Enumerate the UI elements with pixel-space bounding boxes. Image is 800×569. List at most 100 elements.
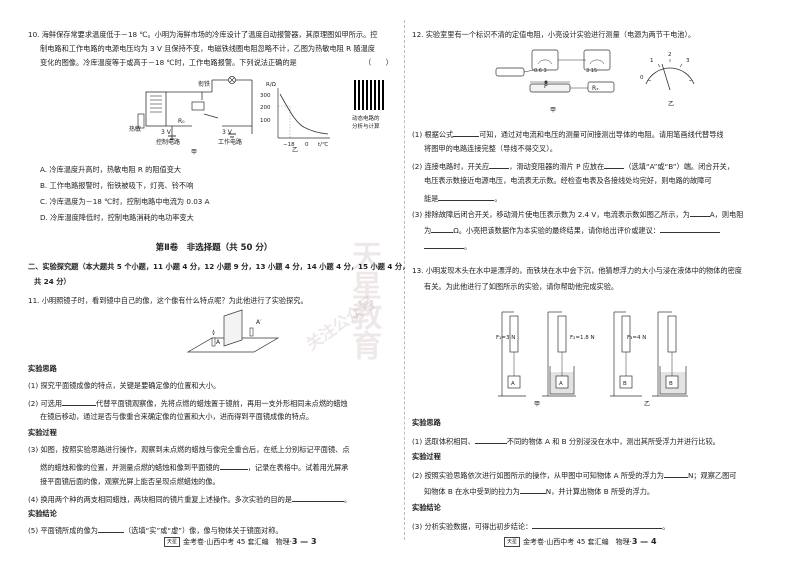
fig-label-v1: 3 V [161, 129, 171, 136]
q12-part2-line1: (2) 连接电路时，开关应，滑动变阻器的滑片 P 应放在（选填“A”或“B”）端… [412, 160, 735, 171]
q12-part1-line1: (1) 根据公式可知，通过对电流和电压的测量可间接测出导体的电阻。请用笔画线代替… [412, 128, 724, 139]
fig-label-yi-13: 乙 [644, 401, 651, 408]
q10-line1: 10. 海鲜保存常要求温度低于－18 ℃。小明为海鲜市场的冷库设计了温度自动报警… [28, 30, 378, 39]
label-block-a2: A [559, 381, 563, 387]
q12-blank-suggestion[interactable] [659, 224, 720, 233]
fig-label-a: A [216, 339, 221, 346]
q10-option-c: C. 冷库温度为－18 ℃时，控制电路中电流为 0.03 A [40, 197, 210, 206]
q13-conc-3: (3) 分析实验数据，可得出初步结论：。 [412, 520, 670, 531]
q13-blank-3[interactable] [519, 485, 546, 494]
q10-resistance-graph [277, 88, 330, 139]
q12-part1-line2: 将图甲的电路连接完整（导线不得交叉）。 [424, 144, 557, 153]
q10-line2: 制电路和工作电路的电源电压均为 3 V 且保持不变，电磁铁线圈电阻忽略不计，乙图… [40, 44, 375, 53]
q12-blank-switch[interactable] [489, 160, 510, 169]
q13-blank-2[interactable] [663, 469, 688, 478]
page-number-right: 3 — 4 [631, 537, 657, 546]
graph-tick-300: 300 [260, 93, 271, 99]
q13-heading-idea: 实验思路 [412, 418, 441, 427]
fig-label-jia-13: 甲 [534, 401, 541, 408]
q13-idea-1: (1) 选取体积相同、不同的物体 A 和 B 分别浸没在水中，测出其所受浮力并进… [412, 435, 720, 446]
fig-label-a-prime: A′ [256, 319, 262, 326]
ammeter-scale: 0.6 3 [534, 68, 547, 74]
qr-caption-1: 动态电路的 [352, 116, 380, 122]
graph-tick-0: 0 [305, 142, 309, 148]
q11-mirror-figure [186, 309, 280, 353]
fig-label-r0: R₀ [178, 118, 185, 125]
q11-idea-1: (1) 探究平面镜成像的特点，关键是要确定像的位置和大小。 [28, 381, 221, 390]
qr-caption-2: 分析与计算 [352, 124, 380, 130]
fig-label-rx: Rₓ [592, 85, 599, 92]
fig-label-yi: 乙 [292, 147, 299, 154]
q12-line1: 12. 实验室里有一个标识不清的定值电阻，小亮设计实验进行测量（电源为两节干电池… [412, 30, 696, 39]
q10-option-b: B. 工作电路报警时，衔铁被吸下，灯亮、铃不响 [40, 181, 194, 190]
q12-part3-line3: 。 [424, 240, 471, 252]
graph-yaxis-label: R/Ω [266, 82, 276, 88]
q11-blank-4[interactable] [97, 524, 124, 533]
q10-circuit-figure [137, 76, 253, 140]
q10-option-d: D. 冷库温度降低时，控制电路消耗的电功率变大 [40, 213, 194, 222]
label-block-a1: A [511, 381, 515, 387]
q12-blank-formula[interactable] [453, 128, 480, 137]
q12-blank-suggestion-2[interactable] [424, 240, 464, 249]
q11-blank-3[interactable] [292, 493, 345, 502]
q12-blank-fault[interactable] [438, 192, 495, 201]
q11-conc-5: (5) 平面镜所成的像为（选填“实”或“虚”）像，像与物体关于镜面对称。 [28, 524, 283, 535]
q10-line3: 变化的图像。冷库温度等于或高于－18 ℃时，工作电路报警。下列说法正确的是 [40, 58, 297, 67]
q13-line2: 有关。为此他进行了如图所示的实验，请你帮助他完成实验。 [424, 282, 619, 291]
q12-ammeter-dial [645, 59, 695, 91]
graph-tick-200: 200 [260, 105, 271, 111]
q13-line1: 13. 小明发现木头在水中是漂浮的，而铁块在水中会下沉，他猜想浮力的大小与浸在液… [412, 266, 742, 275]
q12-blank-resistance[interactable] [431, 224, 454, 233]
label-f3: F₃=4 N [627, 335, 647, 341]
q11-line1: 11. 小明照镜子时，看到镜中自己的像，这个像有什么特点呢？为此他进行了实验探究… [28, 296, 308, 305]
qr-code[interactable] [354, 80, 384, 110]
page-number: 3 — 3 [291, 537, 317, 546]
q13-buoyancy-figure [498, 311, 688, 397]
graph-xaxis-label: t/℃ [318, 142, 329, 148]
voltmeter-scale: 3 15 [586, 68, 598, 74]
brand-logo: 天星 [164, 537, 180, 547]
q12-part3-line1: (3) 排除故障后闭合开关，移动滑片使电压表示数为 2.4 V，电流表示数如图乙… [412, 208, 744, 219]
q11-proc-3d: 接平面镜后面的像，观察光屏上能否呈现点燃蜡烛的像。 [40, 477, 220, 486]
q13-blank-4[interactable] [532, 520, 663, 529]
fig-label-jia-12: 甲 [550, 107, 557, 114]
q11-idea-2: (2) 可选用代替平面镜观察像，先将点燃的蜡烛置于镜前，再用一支外形相同未点燃的… [28, 397, 348, 408]
fig-label-wire: 衔铁 [198, 81, 211, 88]
column-divider [404, 20, 405, 540]
graph-tick-18: −18 [283, 142, 295, 148]
q12-blank-end[interactable] [604, 160, 625, 169]
q13-heading-conc: 实验结论 [412, 503, 441, 512]
dial-num-3: 3 [686, 58, 690, 64]
q13-blank-1[interactable] [474, 435, 507, 444]
dial-num-0: 0 [640, 75, 644, 81]
left-footer: 天星金考卷·山西中考 45 套汇编 物理·3 — 3 [164, 537, 317, 547]
fig-label-ctrl: 控制电路 [156, 139, 181, 146]
fig-label-v2: 3 V [222, 129, 232, 136]
q11-proc-3a: (3) 如图，按照实验思路进行操作，观察到未点燃的蜡烛与像完全重合后，在纸上分别… [28, 445, 350, 454]
graph-tick-100: 100 [260, 118, 271, 124]
q12-part2-line2: 电压表示数接近电源电压，电流表无示数。经检查电表及各接线处均完好，则电路的故障可 [424, 176, 712, 185]
q12-circuit-figure [495, 49, 615, 93]
q12-part2-line3: 能是。 [424, 192, 502, 203]
q11-blank-1[interactable] [62, 397, 97, 406]
q11-heading-proc: 实验过程 [28, 428, 57, 437]
dial-num-1: 1 [650, 58, 654, 64]
right-footer: 天星金考卷·山西中考 45 套汇编 物理·3 — 4 [504, 537, 657, 547]
q10-answer-paren: （ ） [364, 58, 393, 67]
label-f2: F₂=1.8 N [570, 335, 595, 341]
label-block-b1: B [623, 381, 627, 387]
q11-proc-4: (4) 换用两个种的两支相同蜡烛，两块相同的镜片重复上述操作。多次实验的目的是。 [28, 493, 352, 504]
q13-heading-proc: 实验过程 [412, 452, 441, 461]
fig-label-jia: 甲 [191, 149, 198, 156]
label-f1: F₁=3 N [496, 335, 516, 341]
q11-proc-3b: 燃的蜡烛和像的位置，并测量点燃的蜡烛和像到平面镜的，记录在表格中。试着用光屏承 [40, 461, 349, 472]
part2-title: 第Ⅱ卷 非选择题（共 50 分） [155, 243, 273, 253]
q11-heading-idea: 实验思路 [28, 364, 57, 373]
q12-blank-current[interactable] [689, 208, 710, 217]
fig-label-p: P [544, 83, 548, 90]
q11-blank-2[interactable] [219, 461, 248, 470]
